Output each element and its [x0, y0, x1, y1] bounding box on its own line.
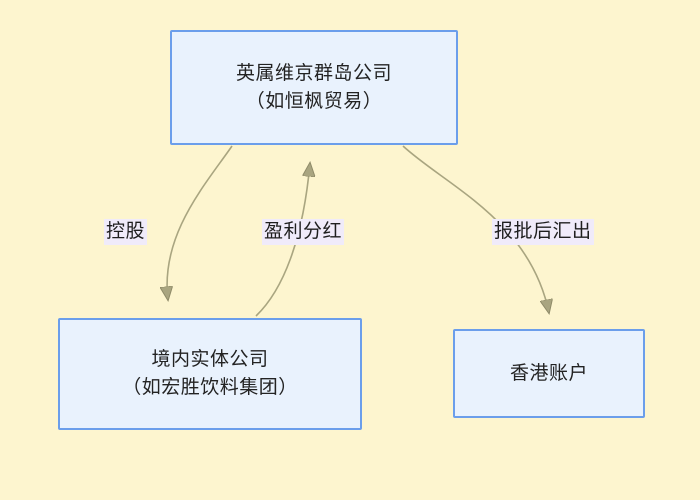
node-hongkong-account[interactable]: 香港账户: [453, 329, 645, 418]
node-bvi-company[interactable]: 英属维京群岛公司 （如恒枫贸易）: [170, 30, 458, 145]
edge-label-kongu: 控股: [104, 219, 148, 245]
node-domestic-entity-line2: （如宏胜饮料集团）: [122, 377, 298, 398]
edge-label-baopi: 报批后汇出: [492, 219, 594, 245]
node-domestic-entity-line1: 境内实体公司: [151, 349, 269, 371]
edge-path-kongu: [167, 145, 233, 300]
edge-label-yingli: 盈利分红: [262, 219, 345, 245]
edge-path-baopi: [402, 145, 549, 313]
node-bvi-company-line2: （如恒枫贸易）: [245, 90, 383, 112]
node-domestic-entity[interactable]: 境内实体公司 （如宏胜饮料集团）: [58, 318, 362, 430]
edge-path-yingli: [255, 163, 310, 317]
node-bvi-company-line1: 英属维京群岛公司: [235, 62, 392, 84]
node-hongkong-account-line1: 香港账户: [509, 362, 588, 384]
